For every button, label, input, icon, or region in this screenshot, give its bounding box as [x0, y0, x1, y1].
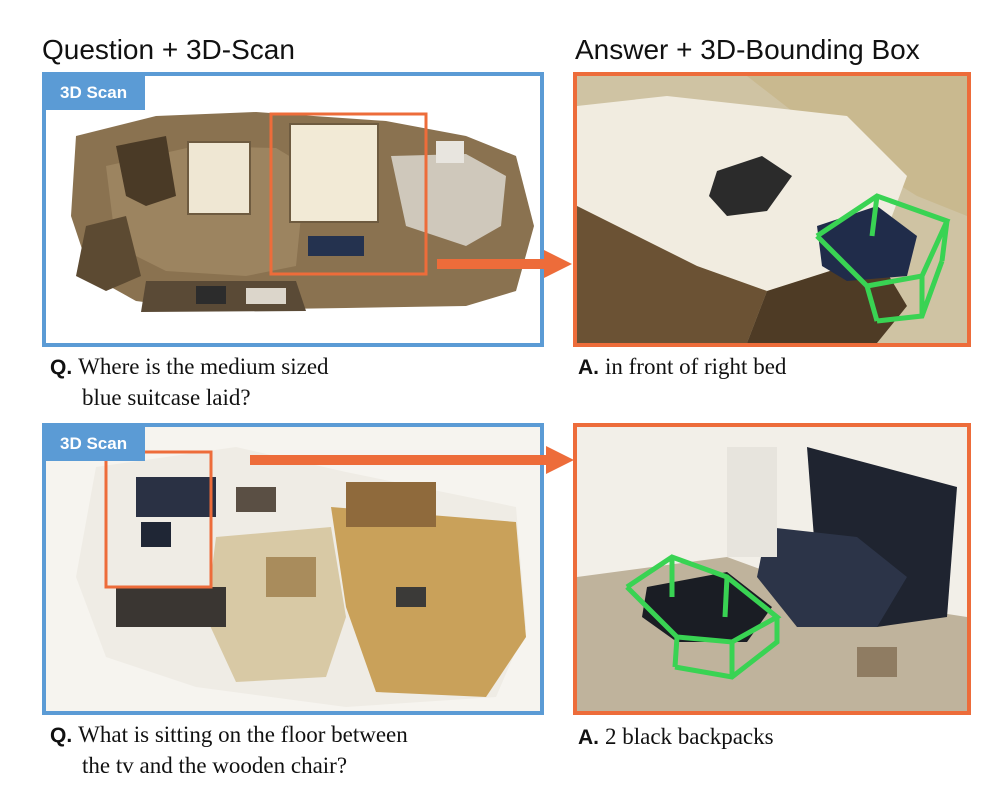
- scan-tag-1: 3D Scan: [46, 76, 146, 110]
- question-marker-1: Q.: [50, 356, 73, 379]
- answer-marker-2: A.: [578, 726, 599, 749]
- living-room-scan: [46, 427, 540, 711]
- answer-marker-1: A.: [578, 356, 599, 379]
- answer-2: A. 2 black backpacks: [578, 722, 774, 753]
- scan-panel-2: 3D Scan: [42, 423, 544, 715]
- question-1: Q.Where is the medium sized blue suitcas…: [50, 352, 329, 413]
- scan-tag-2: 3D Scan: [46, 427, 146, 461]
- hotel-room-scan: [71, 112, 534, 312]
- answer-1: A. in front of right bed: [578, 352, 786, 383]
- question-2-line-2: the tv and the wooden chair?: [82, 753, 348, 778]
- question-marker-2: Q.: [50, 724, 73, 747]
- scan-panel-1: 3D Scan: [42, 72, 544, 347]
- answer-1-text: in front of right bed: [605, 354, 787, 379]
- answer-2-text: 2 black backpacks: [605, 724, 774, 749]
- bed-closeup-with-suitcase: [577, 76, 967, 343]
- answer-column-heading: Answer + 3D-Bounding Box: [575, 34, 920, 65]
- question-1-line-1: Where is the medium sized: [78, 354, 329, 379]
- question-2: Q.What is sitting on the floor between t…: [50, 720, 408, 781]
- tv-area-closeup-with-backpacks: [577, 427, 967, 711]
- answer-panel-2: [573, 423, 971, 715]
- answer-panel-1: [573, 72, 971, 347]
- question-2-line-1: What is sitting on the floor between: [78, 722, 408, 747]
- question-1-line-2: blue suitcase laid?: [82, 385, 251, 410]
- question-column-heading: Question + 3D-Scan: [42, 34, 295, 65]
